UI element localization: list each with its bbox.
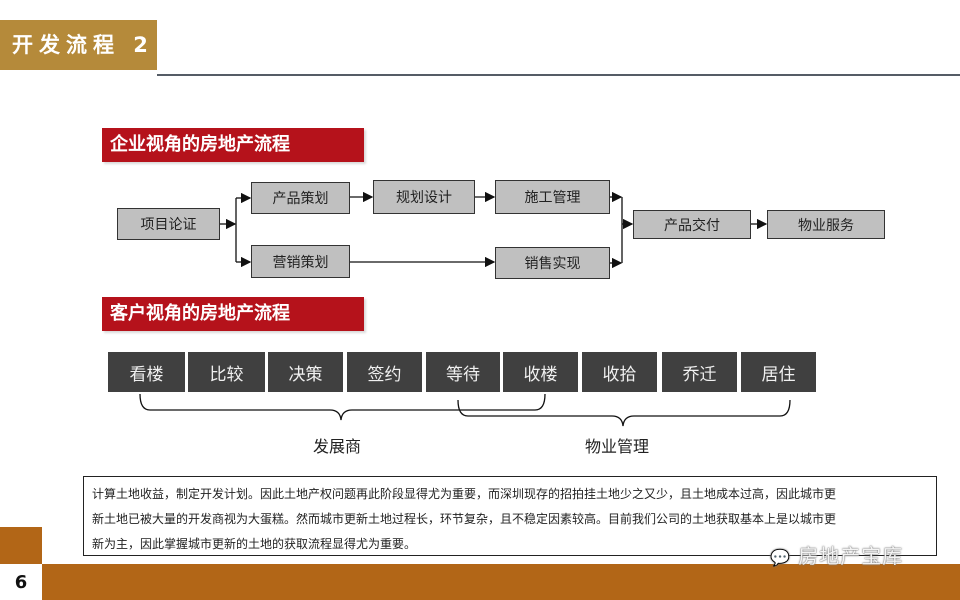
footer-accent-block xyxy=(0,527,42,564)
customer-step: 乔迁 xyxy=(662,352,737,392)
description-note: 计算土地收益，制定开发计划。因此土地产权问题再此阶段显得尤为重要，而深圳现存的招… xyxy=(83,476,937,556)
note-line: 新土地已被大量的开发商视为大蛋糕。然而城市更新土地过程长，环节复杂，且不稳定因素… xyxy=(92,512,837,526)
customer-step: 看楼 xyxy=(108,352,185,392)
watermark-text: 房地产宝库 xyxy=(798,544,904,568)
customer-step: 收拾 xyxy=(582,352,657,392)
header-divider xyxy=(157,74,960,76)
step-product-planning: 产品策划 xyxy=(251,182,350,214)
customer-step: 等待 xyxy=(426,352,500,392)
step-construction: 施工管理 xyxy=(495,180,610,214)
step-sales: 销售实现 xyxy=(495,247,610,279)
brace-label-property-management: 物业管理 xyxy=(585,437,650,456)
step-design: 规划设计 xyxy=(373,180,475,214)
customer-section-title: 客户视角的房地产流程 xyxy=(102,297,364,331)
step-product-delivery: 产品交付 xyxy=(633,210,751,239)
wechat-icon: 💬 xyxy=(770,548,791,567)
customer-step: 比较 xyxy=(188,352,265,392)
customer-step: 收楼 xyxy=(503,352,578,392)
note-line: 计算土地收益，制定开发计划。因此土地产权问题再此阶段显得尤为重要，而深圳现存的招… xyxy=(92,487,837,501)
page-title: 开发流程 2 xyxy=(0,20,157,70)
enterprise-section-title: 企业视角的房地产流程 xyxy=(102,128,364,162)
customer-step: 居住 xyxy=(741,352,816,392)
note-line: 新为主，因此掌握城市更新的土地的获取流程显得尤为重要。 xyxy=(92,537,417,551)
step-property-service: 物业服务 xyxy=(767,210,885,239)
customer-step: 决策 xyxy=(268,352,343,392)
footer-bar xyxy=(42,564,960,600)
step-marketing-planning: 营销策划 xyxy=(251,245,350,278)
step-project-demonstration: 项目论证 xyxy=(117,208,220,240)
watermark: 💬 房地产宝库 xyxy=(770,540,903,569)
page-number: 6 xyxy=(0,564,42,600)
customer-step: 签约 xyxy=(347,352,422,392)
brace-label-developer: 发展商 xyxy=(313,437,362,456)
